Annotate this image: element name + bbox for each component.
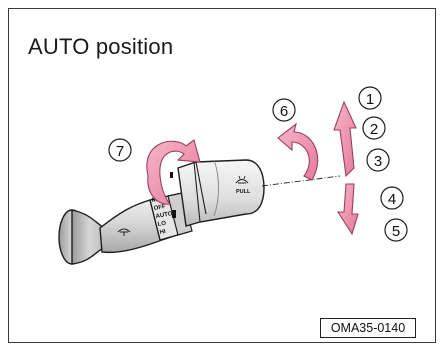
wiper-knob: PULL	[177, 159, 265, 227]
svg-text:1: 1	[366, 91, 374, 108]
callout-1: 1	[358, 86, 382, 110]
sensitivity-mark	[172, 210, 176, 218]
label-lo: LO	[157, 221, 167, 228]
stalk-axis-line	[261, 175, 341, 187]
callout-3: 3	[366, 148, 390, 172]
label-off: OFF	[153, 204, 166, 212]
svg-text:7: 7	[116, 143, 124, 160]
vertical-arrow-up	[333, 100, 357, 178]
svg-text:2: 2	[370, 121, 378, 138]
vertical-arrow-down	[336, 183, 359, 236]
rotate-arrow-7	[146, 139, 201, 205]
label-hi: HI	[159, 229, 166, 236]
sensitivity-mark	[170, 172, 173, 178]
figure-code: OMA35-0140	[320, 318, 416, 338]
washer-icon	[117, 228, 131, 236]
svg-text:5: 5	[392, 223, 400, 240]
callout-6: 6	[272, 98, 296, 122]
label-pull: PULL	[236, 189, 251, 195]
pull-arrow-6	[277, 122, 319, 181]
callout-4: 4	[380, 186, 404, 210]
svg-text:3: 3	[374, 153, 382, 170]
pull-washer-icon	[235, 175, 249, 184]
callout-5: 5	[384, 218, 408, 242]
label-auto: AUTO	[155, 211, 173, 220]
svg-text:6: 6	[280, 103, 288, 120]
diagram-title: AUTO position	[28, 34, 174, 59]
svg-text:4: 4	[388, 191, 396, 208]
callout-7: 7	[108, 138, 132, 162]
callout-2: 2	[362, 116, 386, 140]
stalk-base	[58, 209, 109, 265]
